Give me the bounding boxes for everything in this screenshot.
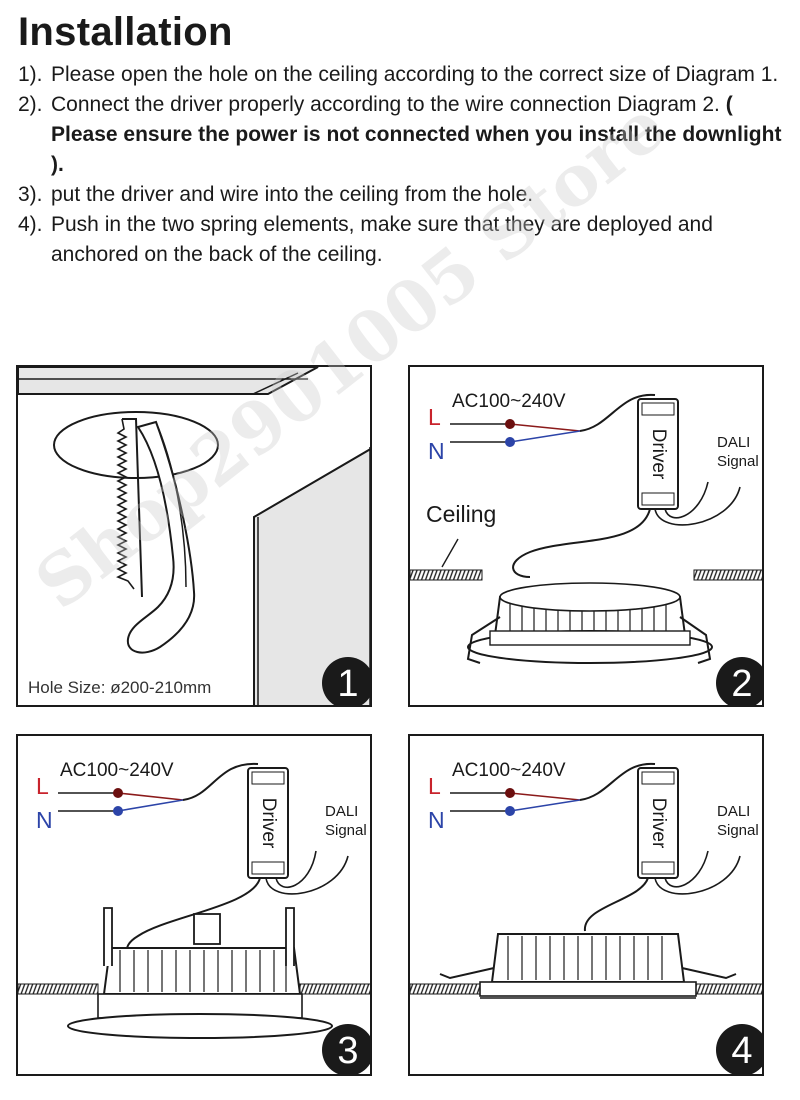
signal-text: Signal	[717, 453, 759, 470]
live-label: L	[428, 773, 441, 799]
step-number: 1).	[18, 63, 43, 86]
signal-text: Signal	[717, 822, 759, 839]
dali-signal-label: DALI Signal	[717, 433, 762, 471]
hole-cutting-illustration	[18, 367, 370, 705]
step-number: 3).	[18, 183, 43, 206]
instruction-step-2: 2). Connect the driver properly accordin…	[18, 90, 788, 180]
driver-insertion-illustration	[18, 762, 370, 1039]
diagram-panel-3: AC100~240V L N Driver DALI Signal 3	[16, 734, 372, 1076]
live-label: L	[428, 404, 441, 430]
step-text: Push in the two spring elements, make su…	[51, 213, 713, 266]
voltage-label: AC100~240V	[60, 760, 174, 781]
step-text: Connect the driver properly according to…	[51, 90, 788, 180]
driver-label: Driver	[648, 797, 669, 849]
step-badge-3: 3	[322, 1024, 370, 1074]
live-label: L	[36, 773, 49, 799]
instruction-step-4: 4). Push in the two spring elements, mak…	[18, 210, 788, 270]
dali-signal-label: DALI Signal	[717, 802, 762, 840]
step-warning: ( Please ensure the power is not connect…	[51, 93, 782, 176]
step-badge-4: 4	[716, 1024, 762, 1074]
dali-signal-label: DALI Signal	[325, 802, 370, 840]
diagram-panel-1: Hole Size: ø200-210mm 1	[16, 365, 372, 707]
driver-label: Driver	[648, 428, 669, 480]
signal-text: Signal	[325, 822, 367, 839]
step-text: put the driver and wire into the ceiling…	[51, 183, 534, 206]
instruction-step-1: 1). Please open the hole on the ceiling …	[18, 60, 788, 90]
diagram-panel-2: AC100~240V L N Driver DALI Signal Ceilin…	[408, 365, 764, 707]
driver-label: Driver	[258, 797, 279, 849]
wiring-illustration	[410, 393, 762, 664]
installed-downlight-illustration	[410, 762, 762, 999]
dali-text: DALI	[325, 803, 359, 820]
neutral-label: N	[428, 807, 445, 833]
voltage-label: AC100~240V	[452, 760, 566, 781]
dali-text: DALI	[717, 803, 751, 820]
instruction-step-3: 3). put the driver and wire into the cei…	[18, 180, 788, 210]
dali-text: DALI	[717, 434, 751, 451]
ceiling-label: Ceiling	[426, 501, 497, 527]
step-number: 2).	[18, 93, 43, 116]
diagram-panel-4: AC100~240V L N Driver DALI Signal 4	[408, 734, 764, 1076]
step-badge-2: 2	[716, 657, 762, 705]
page-title: Installation	[18, 10, 233, 54]
neutral-label: N	[36, 807, 53, 833]
step-text: Please open the hole on the ceiling acco…	[51, 63, 779, 86]
step-badge-1: 1	[322, 657, 370, 705]
hole-size-label: Hole Size: ø200-210mm	[28, 678, 212, 697]
step-number: 4).	[18, 213, 43, 236]
neutral-label: N	[428, 438, 445, 464]
voltage-label: AC100~240V	[452, 391, 566, 412]
step-text-plain: Connect the driver properly according to…	[51, 93, 726, 116]
instruction-list: 1). Please open the hole on the ceiling …	[18, 60, 788, 270]
